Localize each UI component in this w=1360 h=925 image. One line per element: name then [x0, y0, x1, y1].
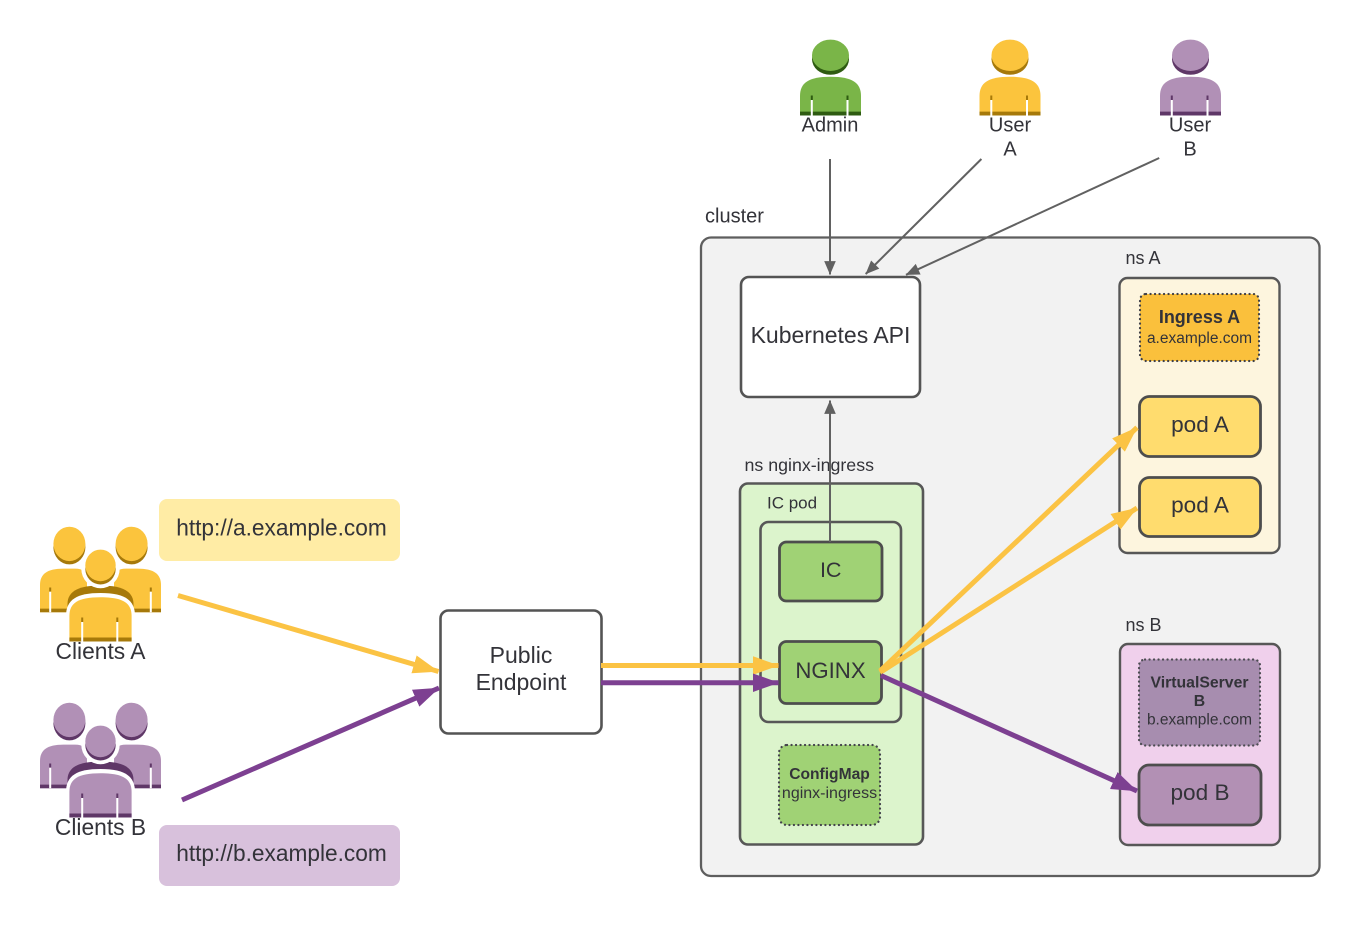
svg-text:VirtualServer: VirtualServer: [1150, 675, 1248, 692]
svg-text:pod A: pod A: [1171, 493, 1230, 518]
svg-text:http://b.example.com: http://b.example.com: [176, 840, 387, 866]
svg-text:IC: IC: [820, 558, 842, 582]
svg-text:ConfigMap: ConfigMap: [789, 766, 870, 783]
svg-text:pod A: pod A: [1171, 412, 1230, 437]
svg-text:User: User: [1169, 115, 1212, 137]
svg-text:Kubernetes API: Kubernetes API: [751, 322, 911, 348]
svg-text:ns nginx-ingress: ns nginx-ingress: [745, 455, 875, 475]
svg-text:ns A: ns A: [1126, 248, 1161, 268]
svg-text:IC pod: IC pod: [767, 494, 817, 513]
svg-text:Clients A: Clients A: [56, 638, 147, 664]
svg-text:Endpoint: Endpoint: [476, 669, 567, 695]
svg-text:ns B: ns B: [1126, 615, 1162, 635]
svg-text:a.example.com: a.example.com: [1147, 330, 1252, 347]
svg-text:b.example.com: b.example.com: [1147, 712, 1252, 729]
svg-text:A: A: [1003, 139, 1017, 161]
svg-text:nginx-ingress: nginx-ingress: [782, 785, 877, 802]
svg-text:B: B: [1194, 693, 1205, 710]
svg-text:pod B: pod B: [1170, 780, 1229, 805]
svg-text:Ingress A: Ingress A: [1159, 307, 1240, 327]
svg-text:Public: Public: [490, 642, 553, 668]
svg-text:http://a.example.com: http://a.example.com: [176, 515, 387, 541]
svg-text:cluster: cluster: [705, 206, 764, 228]
svg-text:Clients B: Clients B: [55, 814, 146, 840]
svg-text:B: B: [1183, 139, 1196, 161]
svg-text:Admin: Admin: [802, 115, 859, 137]
svg-text:NGINX: NGINX: [795, 658, 865, 683]
svg-text:User: User: [989, 115, 1032, 137]
